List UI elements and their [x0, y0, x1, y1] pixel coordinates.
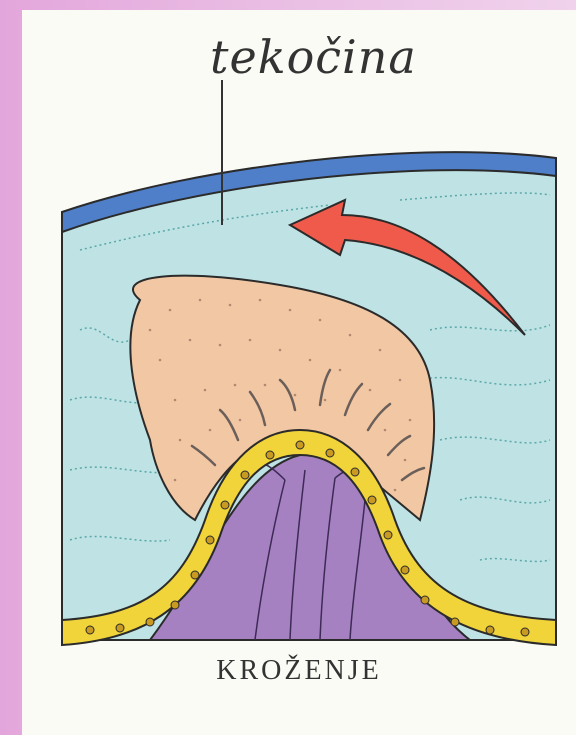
fluid-label: tekočina: [210, 30, 510, 84]
caption-label: KROŽENJE: [22, 655, 576, 687]
